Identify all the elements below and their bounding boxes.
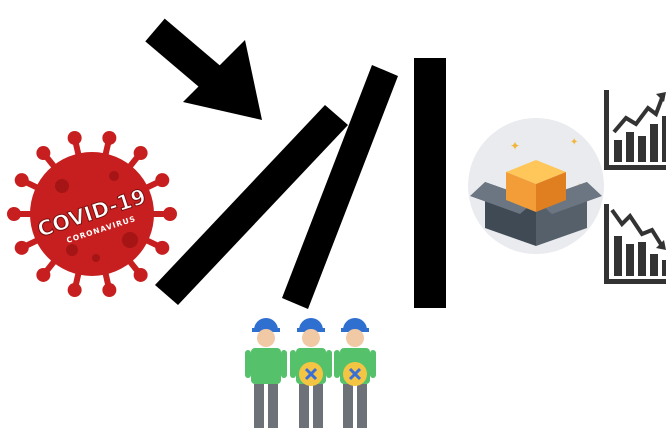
cancel-badge-icon [299,362,323,386]
chart-bar [662,260,666,276]
svg-text:✦: ✦ [510,139,520,153]
domino-bar-2 [282,65,398,309]
cancel-badge-icon [343,362,367,386]
chart-bar [614,140,622,162]
line-chart-down-icon [604,204,666,284]
box-icon: ✦ ✦ ✦ [468,118,604,254]
chart-bar [626,244,634,276]
chart-bar [662,116,666,162]
worker-icon [245,318,287,428]
chart-bar [638,242,646,276]
chart-bar [638,136,646,162]
virus-icon: COVID-19 CORONAVIRUS [7,131,177,297]
chart-bar [650,124,658,162]
worker-icon [334,318,376,428]
worker-icon [290,318,332,428]
arrow-icon [155,30,262,120]
chart-bar [650,254,658,276]
domino-bar-3 [414,58,446,308]
chart-bar [626,132,634,162]
line-chart-up-icon [604,90,666,170]
chart-bar [614,236,622,276]
workers-group [245,318,376,428]
svg-text:✦: ✦ [570,137,578,148]
